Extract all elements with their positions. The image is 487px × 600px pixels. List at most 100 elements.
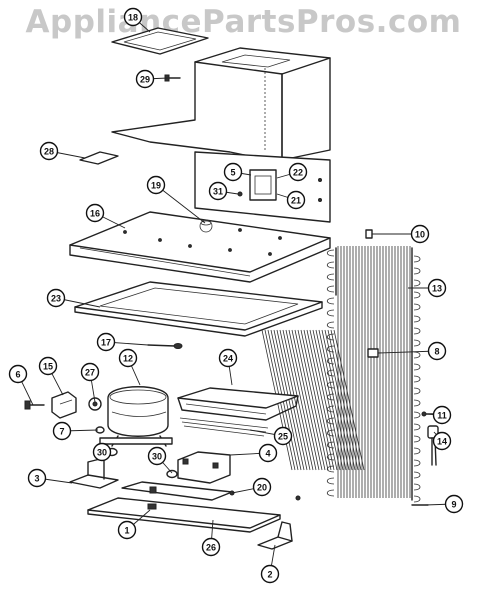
callout-circle bbox=[146, 175, 166, 195]
callout-9: 9 bbox=[424, 494, 464, 514]
callout-1: 1 bbox=[117, 509, 151, 540]
callout-label: 22 bbox=[293, 168, 303, 178]
callout-label: 2 bbox=[267, 570, 272, 580]
callout-label: 30 bbox=[97, 448, 107, 458]
part-sensor bbox=[147, 343, 183, 349]
callout-circle bbox=[92, 442, 112, 462]
callout-14: 14 bbox=[432, 431, 452, 451]
callout-label: 23 bbox=[51, 294, 61, 304]
callout-circle bbox=[444, 494, 464, 514]
part-overload bbox=[88, 397, 102, 411]
callout-10: 10 bbox=[372, 224, 430, 244]
part-water-tray bbox=[177, 387, 299, 421]
callout-circle bbox=[201, 537, 221, 557]
callout-circle bbox=[147, 446, 167, 466]
callout-21: 21 bbox=[276, 190, 306, 210]
callout-label: 8 bbox=[434, 347, 439, 357]
part-top-lid bbox=[111, 27, 209, 55]
callout-circle bbox=[135, 69, 155, 89]
callout-5: 5 bbox=[223, 162, 252, 182]
callout-19: 19 bbox=[146, 175, 206, 224]
callout-circle bbox=[258, 443, 278, 463]
callout-circle bbox=[432, 405, 452, 425]
callout-label: 11 bbox=[437, 411, 447, 421]
part-heater-coil bbox=[179, 417, 269, 437]
callout-circle bbox=[38, 356, 58, 376]
part-evaporator-plate bbox=[69, 211, 331, 283]
callout-6: 6 bbox=[8, 364, 34, 406]
callout-4: 4 bbox=[229, 443, 278, 463]
callout-label: 31 bbox=[213, 187, 223, 197]
callout-label: 7 bbox=[59, 427, 64, 437]
part-freezer-liner bbox=[111, 47, 331, 161]
callout-label: 27 bbox=[85, 368, 95, 378]
callout-18: 18 bbox=[123, 7, 151, 33]
callout-circle bbox=[118, 348, 138, 368]
leader-line bbox=[155, 184, 206, 224]
part-rail bbox=[121, 481, 301, 501]
part-foot-bracket bbox=[257, 521, 293, 550]
callout-label: 20 bbox=[257, 483, 267, 493]
callout-circle bbox=[27, 468, 47, 488]
callout-circle bbox=[223, 162, 243, 182]
part-mount-bracket bbox=[177, 451, 231, 484]
callout-17: 17 bbox=[96, 332, 149, 352]
part-base-plate bbox=[87, 497, 281, 533]
callout-label: 1 bbox=[124, 526, 129, 536]
callout-label: 6 bbox=[15, 370, 20, 380]
callout-label: 21 bbox=[291, 196, 301, 206]
callout-label: 29 bbox=[140, 75, 150, 85]
callout-7: 7 bbox=[52, 421, 99, 441]
callout-label: 24 bbox=[223, 354, 233, 364]
callout-28: 28 bbox=[39, 141, 86, 161]
callout-circle bbox=[427, 341, 447, 361]
callout-circle bbox=[427, 278, 447, 298]
callout-15: 15 bbox=[38, 356, 64, 396]
callout-circle bbox=[432, 431, 452, 451]
callout-label: 4 bbox=[265, 449, 270, 459]
callout-label: 12 bbox=[123, 354, 133, 364]
part-clip bbox=[365, 229, 373, 239]
callout-24: 24 bbox=[218, 348, 238, 386]
callout-23: 23 bbox=[46, 288, 101, 308]
watermark: AppliancePartsPros.com bbox=[25, 4, 462, 40]
callout-circle bbox=[288, 162, 308, 182]
part-base-bracket bbox=[69, 457, 119, 489]
callout-2: 2 bbox=[260, 544, 280, 584]
callout-label: 10 bbox=[415, 230, 425, 240]
part-compressor bbox=[99, 386, 173, 447]
callout-label: 18 bbox=[128, 13, 138, 23]
callout-25: 25 bbox=[249, 426, 293, 446]
callout-label: 13 bbox=[432, 284, 442, 294]
leader-line bbox=[377, 350, 438, 354]
callout-circle bbox=[96, 332, 116, 352]
callout-31: 31 bbox=[208, 181, 239, 201]
callout-26: 26 bbox=[201, 519, 221, 557]
callout-circle bbox=[273, 426, 293, 446]
part-drip-tray bbox=[74, 281, 323, 337]
part-condenser-coil bbox=[261, 246, 421, 503]
callout-circle bbox=[46, 288, 66, 308]
callout-16: 16 bbox=[85, 203, 126, 229]
part-bracket-small bbox=[367, 348, 379, 358]
callout-3: 3 bbox=[27, 468, 73, 488]
callout-label: 5 bbox=[230, 168, 235, 178]
callout-circle bbox=[117, 520, 137, 540]
callout-22: 22 bbox=[276, 162, 308, 182]
callout-11: 11 bbox=[426, 405, 452, 425]
callout-label: 9 bbox=[451, 500, 456, 510]
callout-label: 19 bbox=[151, 181, 161, 191]
callout-circle bbox=[85, 203, 105, 223]
callout-circle bbox=[252, 477, 272, 497]
callout-circle bbox=[286, 190, 306, 210]
callout-label: 28 bbox=[44, 147, 54, 157]
callout-circle bbox=[8, 364, 28, 384]
callout-circle bbox=[39, 141, 59, 161]
callout-label: 30 bbox=[152, 452, 162, 462]
callout-label: 25 bbox=[278, 432, 288, 442]
callout-30: 30 bbox=[147, 446, 173, 474]
callout-12: 12 bbox=[118, 348, 141, 386]
callout-27: 27 bbox=[80, 362, 100, 403]
